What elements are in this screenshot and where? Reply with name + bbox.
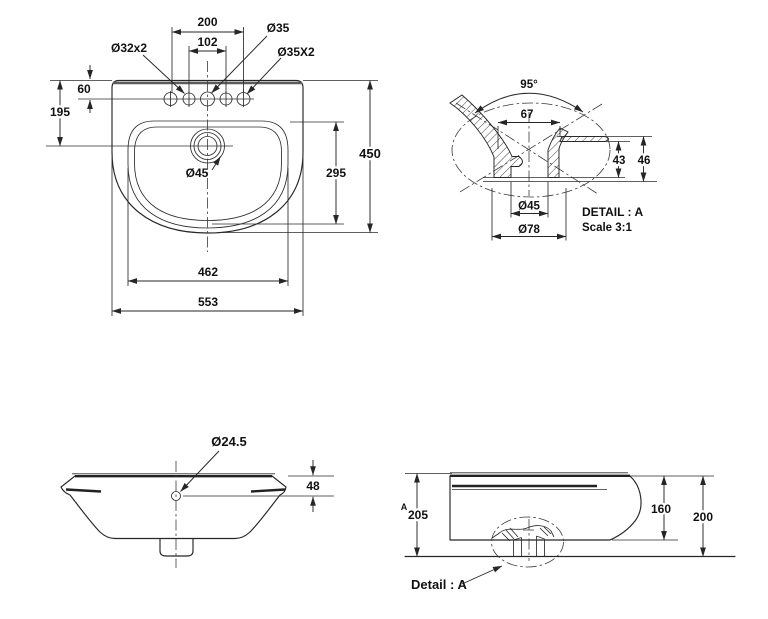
- dim-43-label: 43: [613, 155, 626, 167]
- basin-outline: [111, 79, 304, 234]
- leader-dia32x2: [142, 54, 185, 94]
- dim-450-label: 450: [359, 146, 381, 161]
- dim-205-label: 205: [408, 508, 428, 522]
- detail-bubble-ellipse: [451, 102, 611, 198]
- detail-scale: Scale 3:1: [582, 222, 632, 234]
- dim-200-label: 200: [197, 15, 217, 29]
- drain-mini-outline: [491, 525, 555, 557]
- faucet-hole-crosshairs: [78, 91, 254, 107]
- surface-lines: [483, 136, 657, 182]
- dim-67-label: 67: [521, 109, 534, 121]
- side-extension-lines: [405, 473, 714, 541]
- dim-200-side-label: 200: [693, 510, 713, 524]
- dim-295-label: 295: [326, 166, 346, 180]
- faucet-holes: [78, 91, 254, 107]
- extension-lines: [50, 27, 378, 316]
- dim-195-label: 195: [50, 105, 70, 119]
- detail-title: DETAIL : A: [582, 205, 643, 219]
- drain-wall-left-section: [449, 94, 523, 178]
- detail-view: 95° 67 43 46 Ø45 Ø78 DETAIL : A Scale 3:…: [449, 79, 657, 241]
- dim-dia35-label: Ø35: [267, 21, 290, 35]
- dim-553-label: 553: [198, 295, 218, 309]
- angle-arc-95: [474, 92, 584, 114]
- leader-detail-a: [461, 565, 503, 585]
- detail-a-bubble: [491, 516, 564, 568]
- top-view: 200 102 Ø32x2 Ø35 Ø35X2 60 195 Ø45 295 4…: [46, 15, 383, 316]
- dim-dia45-label: Ø45: [186, 166, 209, 180]
- drain-mini-hatching: [501, 526, 552, 542]
- leader-dia35x2: [246, 57, 282, 95]
- dim-dia24-5-label: Ø24.5: [211, 434, 246, 449]
- rim-underside-shadows: [65, 488, 286, 493]
- dim-102-label: 102: [197, 35, 217, 49]
- front-view: Ø24.5 48: [60, 434, 334, 568]
- dim-48-label: 48: [306, 479, 320, 493]
- drain-boss-outline: [159, 538, 194, 557]
- dim-60-label: 60: [77, 82, 91, 96]
- dim-dia45-detail-label: Ø45: [518, 201, 540, 213]
- dim-46-label: 46: [638, 155, 651, 167]
- bowl-inner-outline: [127, 120, 289, 229]
- dim-dia35x2-label: Ø35X2: [277, 45, 315, 59]
- detail-a-callout-label: Detail : A: [411, 577, 467, 592]
- angle-95-label: 95°: [520, 79, 538, 91]
- drain-mini-centerline: [523, 519, 535, 561]
- side-outline: [449, 475, 642, 541]
- detail-extension-lines: [491, 126, 567, 241]
- dim-dia78-label: Ø78: [518, 224, 540, 236]
- drain-wall-right-section: [547, 127, 569, 178]
- front-extension-lines: [183, 475, 334, 497]
- leader-dia24-5: [180, 450, 220, 492]
- dim-160-label: 160: [651, 502, 671, 516]
- dim-dia32x2-label: Ø32x2: [111, 41, 147, 55]
- drain-mini-section: [491, 519, 555, 561]
- section-marker-a: A: [401, 502, 408, 512]
- drain-flange-section: [559, 136, 609, 142]
- side-view: A 205 160 200 Detail : A: [401, 472, 736, 592]
- leader-dia45: [211, 156, 221, 171]
- front-outline: [60, 475, 287, 540]
- leader-dia35: [211, 35, 268, 94]
- dim-462-label: 462: [198, 265, 218, 279]
